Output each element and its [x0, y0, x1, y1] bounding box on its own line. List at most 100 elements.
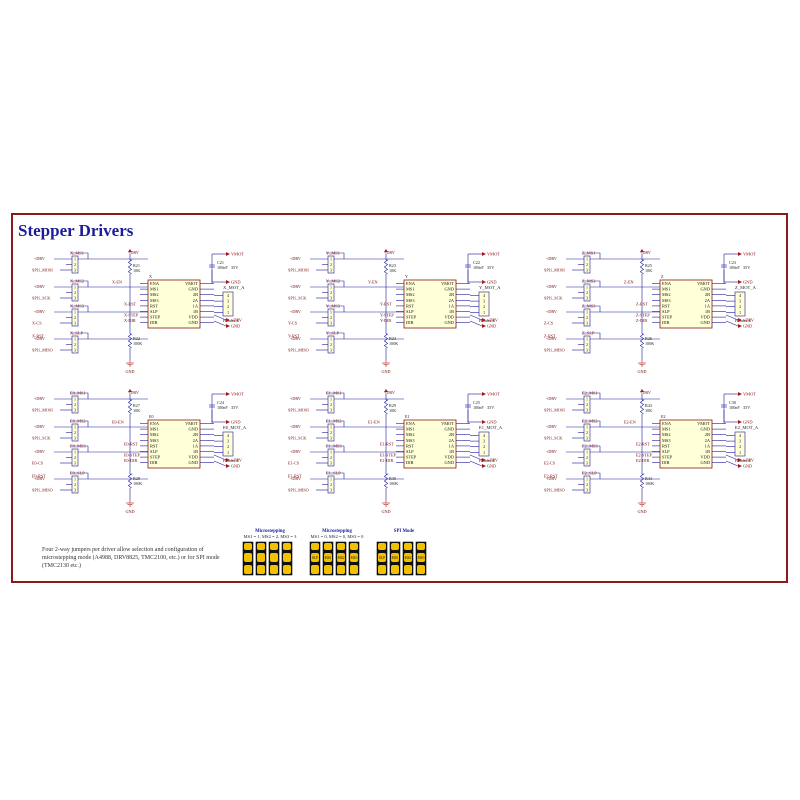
driver-block-e0: 123E0_MS1+DRVSPI1_MOSI123E0_MS2+DRVSPI1_…: [32, 389, 247, 514]
ic-pin-label: ENA: [662, 421, 672, 426]
ic-pin-label: 1A: [449, 303, 455, 308]
ic-pin-label: DIR: [662, 320, 670, 325]
pulldown-resistor: [639, 473, 645, 489]
gnd-label: GND: [743, 420, 753, 425]
jumper-pin-number: 2: [74, 430, 76, 435]
net-label-step: E1-STEP: [380, 453, 396, 458]
drv-label: +DRV: [546, 449, 557, 454]
cap-value: 35V: [231, 265, 238, 270]
ic-pin-label: GND: [444, 320, 454, 325]
jumper-pad: [257, 553, 265, 562]
pullup-resistor: [127, 399, 133, 415]
jumper-pad: [283, 543, 291, 550]
jumper-pad: [404, 553, 412, 562]
jumper-label: MS3: [351, 556, 358, 560]
header-pin-number: 2: [227, 444, 229, 449]
jumper-pin-number: 2: [330, 262, 332, 267]
jumper-pin-number: 1: [330, 310, 332, 315]
net-label-step: E2-STEP: [636, 453, 652, 458]
jumper-pin-number: 1: [586, 310, 588, 315]
resistor-value: 100K: [133, 341, 142, 346]
jumper-pad: [417, 543, 425, 550]
vmot-arrow: [226, 392, 230, 396]
ic-designator: E0: [149, 414, 154, 419]
drv-label-right: +DRV: [743, 318, 754, 323]
drv-label-right: +DRV: [487, 318, 498, 323]
gnd-label: GND: [381, 509, 390, 514]
jumper-pad: [404, 565, 412, 574]
ic-pin-label: STEP: [406, 455, 417, 460]
jumper-pad: [283, 553, 291, 562]
resistor-value: 10K: [389, 408, 396, 413]
drv-label: +DRV: [546, 256, 557, 261]
ic-pin-label: 1B: [193, 449, 198, 454]
ic-pin-label: GND: [444, 427, 454, 432]
driver-ic-body: [659, 419, 713, 469]
jumper-pin-number: 1: [330, 450, 332, 455]
drv-label: +DRV: [290, 336, 301, 341]
ic-pin-label: 2B: [193, 432, 198, 437]
ic-pin-label: RST: [406, 303, 414, 308]
jumper-pin-number: 2: [586, 342, 588, 347]
motor-header-body: [222, 291, 234, 317]
gnd-label-right: GND: [487, 324, 496, 329]
pulldown-resistor: [639, 333, 645, 349]
net-label-dir: Y-DIR: [380, 318, 391, 323]
drv-label: +DRV: [546, 396, 557, 401]
jumper-pin-number: 2: [330, 315, 332, 320]
ic-pin-label: ENA: [150, 421, 160, 426]
jumper-pin-number: 2: [74, 315, 76, 320]
driver-ic-body: [403, 279, 457, 329]
ic-pin-label: GND: [188, 460, 198, 465]
jumper-pin-number: 3: [586, 488, 588, 493]
ic-pin-label: 1B: [705, 309, 710, 314]
jumper-pad: [417, 553, 425, 562]
header-pin-number: 1: [739, 310, 741, 315]
net-label-en: E0-EN: [112, 420, 124, 425]
ic-pin-label: MS2: [406, 292, 415, 297]
gnd-arrow: [226, 420, 230, 424]
gnd-arrow-right: [738, 324, 742, 328]
cap-value: 35V: [231, 405, 238, 410]
ic-pin-label: DIR: [406, 320, 414, 325]
jumper-pin-number: 3: [74, 436, 76, 441]
sheet-title: Stepper Drivers: [18, 221, 134, 240]
ic-pin-label: 2A: [449, 298, 455, 303]
drv-label: +DRV: [290, 256, 301, 261]
ic-pin-label: SLP: [406, 449, 414, 454]
ic-pin-label: RST: [150, 443, 158, 448]
ic-pin-label: 2B: [705, 292, 710, 297]
resistor-designator: R22: [133, 336, 140, 341]
motor-net-label: X_MOT_A: [223, 285, 245, 290]
ic-pin-label: MS2: [150, 292, 159, 297]
resistor-value: 10K: [133, 408, 140, 413]
drv-label: +DRV: [290, 396, 301, 401]
motor-header-body: [478, 431, 490, 457]
drv-arrow: [384, 249, 388, 252]
header-pin-number: 3: [739, 299, 741, 304]
ic-pin-label: ENA: [406, 421, 416, 426]
jumper-pin-number: 1: [330, 397, 332, 402]
ic-pin-label: DIR: [150, 320, 158, 325]
pulldown-resistor: [127, 473, 133, 489]
ic-pin-label: 2B: [449, 292, 454, 297]
jumper-pad: [283, 565, 291, 574]
net-label-rst: E1-RST: [380, 442, 394, 447]
gnd-arrow-right: [482, 464, 486, 468]
drv-arrow-right: [226, 318, 230, 322]
gnd-label-right: GND: [231, 324, 240, 329]
jumper-pin-number: 3: [74, 268, 76, 273]
ic-pin-label: 2A: [193, 438, 199, 443]
drv-label: +DRV: [34, 336, 45, 341]
jumper-pin-number: 1: [330, 337, 332, 342]
spi-label: SPI1_MISO: [288, 488, 309, 493]
jumper-pad: [417, 565, 425, 574]
